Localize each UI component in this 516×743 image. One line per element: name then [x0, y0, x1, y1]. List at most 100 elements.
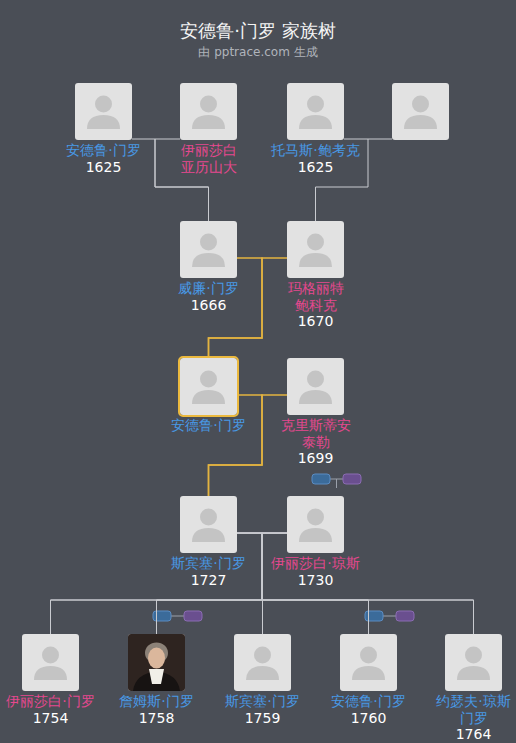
portrait-cravat	[149, 669, 164, 684]
person-label: 斯宾塞·门罗1759	[213, 693, 312, 726]
birth-year: 1625	[266, 159, 365, 176]
person-box: 约瑟夫·琼斯 门罗1764	[445, 634, 502, 691]
person-label: 克里斯蒂安 泰勒1699	[266, 417, 365, 467]
person-label: 安德鲁·门罗1625	[54, 142, 153, 175]
avatar-body	[299, 390, 332, 404]
person-box: 克里斯蒂安 泰勒1699	[287, 358, 344, 415]
avatar-head	[254, 647, 271, 664]
avatar-body	[299, 528, 332, 542]
spouse-icon-female	[184, 611, 202, 621]
avatar-icon	[234, 634, 291, 691]
person-name: 约瑟夫·琼斯 门罗	[424, 693, 516, 726]
birth-year: 1759	[213, 710, 312, 727]
person-name: 伊丽莎白·门罗	[1, 693, 100, 710]
person-box: 伊丽莎白·门罗1754	[22, 634, 79, 691]
avatar-body	[34, 666, 67, 680]
spouse-icon-male	[153, 611, 171, 621]
person-label: 伊丽莎白·琼斯1730	[266, 555, 365, 588]
portrait	[128, 634, 185, 691]
birth-year: 1727	[159, 572, 258, 589]
spouse-icon	[312, 474, 361, 488]
lineage-line	[51, 533, 288, 634]
avatar-head	[465, 647, 482, 664]
avatar-icon	[180, 358, 237, 415]
lineage-line	[262, 533, 287, 634]
avatar-body	[352, 666, 385, 680]
person-label: 詹姆斯·门罗1758	[107, 693, 206, 726]
avatar-head	[412, 96, 429, 113]
spouse-icon	[365, 611, 414, 621]
person-name: 托马斯·鲍考克	[266, 142, 365, 159]
avatar-icon	[287, 496, 344, 553]
avatar-icon	[287, 358, 344, 415]
lineage-line	[237, 533, 263, 634]
avatar-head	[42, 647, 59, 664]
person-label: 托马斯·鲍考克1625	[266, 142, 365, 175]
spouse-icon-male	[312, 474, 330, 484]
avatar-head	[200, 96, 217, 113]
person-label: 安德鲁·门罗1760	[319, 693, 418, 726]
avatar-body	[192, 253, 225, 267]
person-name: 安德鲁·门罗	[319, 693, 418, 710]
person-box: 托马斯·鲍考克1625	[287, 83, 344, 140]
person-name: 詹姆斯·门罗	[107, 693, 206, 710]
spouse-icon	[153, 611, 202, 621]
avatar-body	[87, 115, 120, 129]
lineage-line	[237, 533, 474, 634]
person-box: 玛格丽特 鲍科克1670	[287, 221, 344, 278]
person-label: 伊丽莎白 亚历山大	[159, 142, 258, 175]
avatar-body	[192, 390, 225, 404]
avatar-head	[200, 371, 217, 388]
person-name: 安德鲁·门罗	[54, 142, 153, 159]
avatar-head	[200, 509, 217, 526]
spouse-icon-female	[396, 611, 414, 621]
person-name: 斯宾塞·门罗	[159, 555, 258, 572]
birth-year: 1760	[319, 710, 418, 727]
person-name: 玛格丽特 鲍科克	[266, 280, 365, 313]
person-name: 威廉·门罗	[159, 280, 258, 297]
person-label: 伊丽莎白·门罗1754	[1, 693, 100, 726]
avatar-icon	[180, 496, 237, 553]
avatar-icon	[22, 634, 79, 691]
avatar-icon	[445, 634, 502, 691]
portrait-face	[148, 648, 165, 669]
birth-year: 1625	[54, 159, 153, 176]
person-box: 伊丽莎白 亚历山大	[180, 83, 237, 140]
subtitle: 由 pptrace.com 生成	[0, 45, 516, 60]
avatar-body	[192, 115, 225, 129]
avatar-head	[307, 509, 324, 526]
person-label: 斯宾塞·门罗1727	[159, 555, 258, 588]
avatar-head	[360, 647, 377, 664]
diagram-title: 安德鲁·门罗 家族树	[0, 20, 516, 42]
person-box: 伊丽莎白·琼斯1730	[287, 496, 344, 553]
avatar-head	[200, 234, 217, 251]
avatar-head	[307, 371, 324, 388]
spouse-icon-male	[365, 611, 383, 621]
birth-year: 1699	[266, 450, 365, 467]
empty-avatar-box	[392, 83, 449, 140]
avatar-body	[246, 666, 279, 680]
person-label: 约瑟夫·琼斯 门罗1764	[424, 693, 516, 743]
person-name: 安德鲁·门罗	[159, 417, 258, 434]
avatar-body	[299, 253, 332, 267]
person-box: 威廉·门罗1666	[180, 221, 237, 278]
avatar-body	[457, 666, 490, 680]
avatar-icon	[287, 83, 344, 140]
avatar-icon	[180, 221, 237, 278]
couple-stub	[368, 139, 392, 140]
person-box: 斯宾塞·门罗1759	[234, 634, 291, 691]
spouse-icon-link	[171, 616, 184, 617]
person-name: 伊丽莎白·琼斯	[266, 555, 365, 572]
person-box: 安德鲁·门罗	[180, 358, 237, 415]
avatar-icon	[75, 83, 132, 140]
avatar-body	[192, 528, 225, 542]
spouse-icon-female	[343, 474, 361, 484]
person-label: 玛格丽特 鲍科克1670	[266, 280, 365, 330]
avatar-icon	[180, 83, 237, 140]
avatar-head	[307, 96, 324, 113]
person-name: 伊丽莎白 亚历山大	[159, 142, 258, 175]
person-name: 斯宾塞·门罗	[213, 693, 312, 710]
person-label: 威廉·门罗1666	[159, 280, 258, 313]
birth-year: 1670	[266, 313, 365, 330]
